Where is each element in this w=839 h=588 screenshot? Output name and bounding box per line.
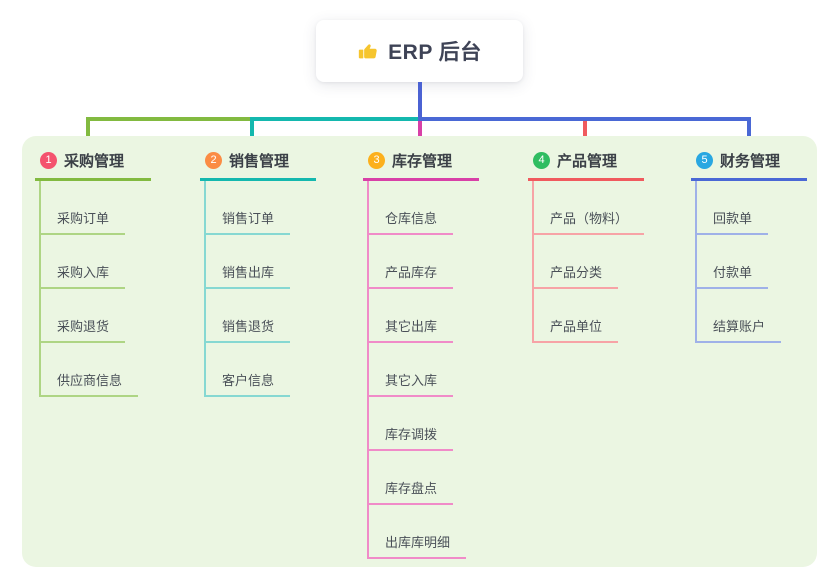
branch-children: 产品（物料） 产品分类 产品单位 [528, 181, 645, 343]
child-node[interactable]: 仓库信息 [367, 208, 454, 235]
child-node[interactable]: 出库库明细 [367, 532, 467, 559]
connector-h-purchase [86, 117, 252, 121]
child-node[interactable]: 回款单 [695, 208, 769, 235]
child-node[interactable]: 付款单 [695, 262, 769, 289]
child-node[interactable]: 销售订单 [204, 208, 291, 235]
child-node[interactable]: 结算账户 [695, 316, 782, 343]
child-node[interactable]: 采购退货 [39, 316, 126, 343]
branch-label: 库存管理 [392, 153, 453, 170]
root-title: ERP 后台 [388, 41, 482, 64]
child-node[interactable]: 其它出库 [367, 316, 454, 343]
branch-children: 仓库信息 产品库存 其它出库 其它入库 库存调拨 库存盘点 出库库明细 [363, 181, 479, 559]
branches-panel [22, 136, 817, 567]
branch-column-product: 4 产品管理 产品（物料） 产品分类 产品单位 [528, 150, 645, 343]
child-node[interactable]: 产品分类 [532, 262, 619, 289]
child-node[interactable]: 采购订单 [39, 208, 126, 235]
branch-header-product[interactable]: 4 产品管理 [528, 150, 644, 181]
branch-header-purchase[interactable]: 1 采购管理 [35, 150, 151, 181]
child-node[interactable]: 库存调拨 [367, 424, 454, 451]
branch-column-purchase: 1 采购管理 采购订单 采购入库 采购退货 供应商信息 [35, 150, 151, 397]
child-node[interactable]: 销售退货 [204, 316, 291, 343]
branch-children: 回款单 付款单 结算账户 [691, 181, 807, 343]
connector-trunk [418, 82, 422, 121]
branch-column-sales: 2 销售管理 销售订单 销售出库 销售退货 客户信息 [200, 150, 316, 397]
branch-children: 销售订单 销售出库 销售退货 客户信息 [200, 181, 316, 397]
branch-header-inventory[interactable]: 3 库存管理 [363, 150, 479, 181]
branch-header-sales[interactable]: 2 销售管理 [200, 150, 316, 181]
child-node[interactable]: 客户信息 [204, 370, 291, 397]
branch-label: 销售管理 [229, 153, 290, 170]
children-connector-line [367, 181, 369, 559]
branch-column-finance: 5 财务管理 回款单 付款单 结算账户 [691, 150, 807, 343]
connector-v-inventory [418, 121, 422, 146]
child-node[interactable]: 供应商信息 [39, 370, 139, 397]
children-connector-line [695, 181, 697, 343]
connector-h-sales [250, 117, 418, 121]
child-node[interactable]: 其它入库 [367, 370, 454, 397]
branch-column-inventory: 3 库存管理 仓库信息 产品库存 其它出库 其它入库 库存调拨 库存盘点 出库库… [363, 150, 479, 559]
connector-v-finance [747, 117, 751, 146]
branch-badge: 1 [40, 152, 57, 169]
children-connector-line [204, 181, 206, 397]
connector-v-purchase [86, 117, 90, 146]
child-node[interactable]: 产品库存 [367, 262, 454, 289]
child-node[interactable]: 销售出库 [204, 262, 291, 289]
branch-label: 采购管理 [64, 153, 125, 170]
connector-v-sales [250, 117, 254, 146]
branch-children: 采购订单 采购入库 采购退货 供应商信息 [35, 181, 151, 397]
connector-v-product [583, 121, 587, 146]
root-node[interactable]: ERP 后台 [316, 20, 523, 82]
child-node[interactable]: 采购入库 [39, 262, 126, 289]
branch-label: 产品管理 [557, 153, 618, 170]
branch-header-finance[interactable]: 5 财务管理 [691, 150, 807, 181]
children-connector-line [39, 181, 41, 397]
branch-badge: 5 [696, 152, 713, 169]
branch-label: 财务管理 [720, 153, 781, 170]
branch-badge: 4 [533, 152, 550, 169]
child-node[interactable]: 库存盘点 [367, 478, 454, 505]
thumbs-up-icon [357, 40, 379, 62]
child-node[interactable]: 产品单位 [532, 316, 619, 343]
branch-badge: 2 [205, 152, 222, 169]
branch-badge: 3 [368, 152, 385, 169]
children-connector-line [532, 181, 534, 343]
child-node[interactable]: 产品（物料） [532, 208, 645, 235]
connector-h-finance [418, 117, 751, 121]
